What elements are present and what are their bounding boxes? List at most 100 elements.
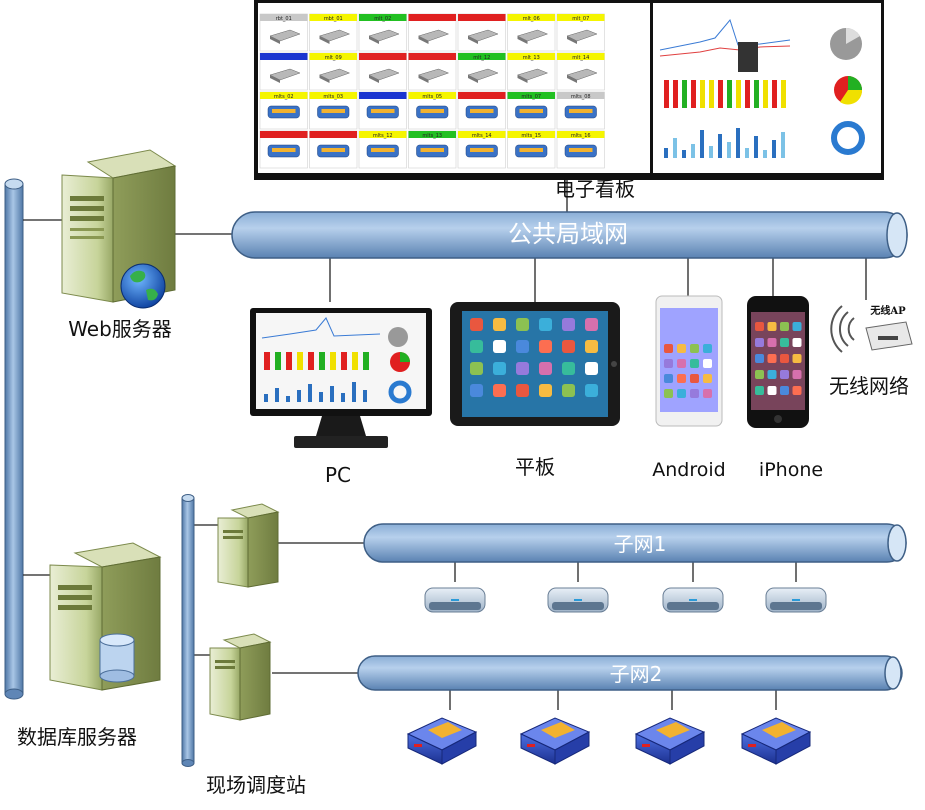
web-server-icon <box>61 149 177 309</box>
device-tile-label: mlts_14 <box>472 133 492 139</box>
device-tile: mlt_09 <box>309 52 358 91</box>
mobile-robot-icon <box>424 587 486 613</box>
device-tile: mlts_12 <box>358 130 407 169</box>
mobile-robot-icon <box>765 587 827 613</box>
app-icon <box>516 340 529 353</box>
web-server-label: Web服务器 <box>68 317 172 341</box>
app-icon <box>562 340 575 353</box>
status-bar <box>673 80 678 108</box>
device-tile <box>457 13 506 52</box>
pc-usage-bar <box>286 396 290 402</box>
dispatch-server-2-icon <box>209 633 272 721</box>
pc-usage-bar <box>319 392 323 402</box>
android-label: Android <box>652 459 725 481</box>
usage-bar <box>664 148 668 158</box>
device-tile: mlt_02 <box>358 13 407 52</box>
app-icon <box>780 322 789 331</box>
pc-bar <box>352 352 358 370</box>
device-tile: mlt_13 <box>507 52 556 91</box>
usage-bar <box>673 138 677 158</box>
app-icon <box>792 338 802 347</box>
pc-usage-bar <box>330 386 334 402</box>
agv-icon <box>740 717 812 765</box>
app-icon <box>470 340 483 353</box>
device-tile <box>259 130 308 169</box>
device-tile-label: mlts_08 <box>571 94 591 100</box>
status-bar <box>754 80 759 108</box>
app-icon <box>767 322 777 331</box>
app-icon <box>690 344 699 353</box>
iphone-label: iPhone <box>759 459 823 481</box>
device-tile-label: mlts_16 <box>571 133 591 139</box>
device-tile-label: rbt_01 <box>276 16 292 22</box>
db-server-label: 数据库服务器 <box>17 725 137 749</box>
app-icon <box>585 384 598 397</box>
dispatch-label: 现场调度站 <box>206 773 306 797</box>
lan-label: 公共局域网 <box>508 220 628 248</box>
usage-bar <box>682 150 686 158</box>
app-icon <box>690 359 699 368</box>
app-icon <box>664 359 673 368</box>
pc-monitor-icon <box>250 308 432 448</box>
status-bar <box>736 80 741 108</box>
app-icon <box>677 344 686 353</box>
app-icon <box>755 370 764 379</box>
device-tile: mlts_08 <box>556 91 605 130</box>
device-tile-label: mlt_06 <box>523 16 540 22</box>
pc-bar <box>275 352 281 370</box>
device-tile <box>358 52 407 91</box>
app-icon <box>664 374 673 383</box>
pc-bar <box>286 352 292 370</box>
pc-bar <box>319 352 325 370</box>
app-icon <box>539 384 552 397</box>
usage-bar <box>718 134 722 158</box>
app-icon <box>780 338 789 347</box>
app-icon <box>493 340 506 353</box>
status-bar <box>691 80 696 108</box>
device-tile-label: mlt_13 <box>523 55 540 61</box>
app-icon <box>755 354 764 363</box>
app-icon <box>755 322 764 331</box>
usage-bar <box>745 148 749 158</box>
device-tile: rbt_01 <box>259 13 308 52</box>
app-icon <box>792 354 802 363</box>
app-icon <box>792 370 802 379</box>
pc-usage-bar <box>308 384 312 402</box>
device-tile-label: mlts_07 <box>521 94 541 100</box>
usage-bar <box>709 146 713 158</box>
pc-usage-bar <box>363 390 367 402</box>
usage-bar <box>781 132 785 158</box>
app-icon <box>703 374 712 383</box>
device-tile <box>259 52 308 91</box>
app-icon <box>780 354 789 363</box>
device-tile-label: mlt_09 <box>325 55 342 61</box>
status-bar <box>727 80 732 108</box>
app-icon <box>755 338 764 347</box>
app-icon <box>516 362 529 375</box>
device-tile <box>408 13 457 52</box>
agv-icon <box>519 717 591 765</box>
device-tile: mlts_03 <box>309 91 358 130</box>
device-tile: mlt_14 <box>556 52 605 91</box>
device-tile <box>358 91 407 130</box>
app-icon <box>703 344 712 353</box>
status-bar <box>745 80 750 108</box>
device-tile: mlts_16 <box>556 130 605 169</box>
status-bar <box>781 80 786 108</box>
pc-bar <box>330 352 336 370</box>
app-icon <box>562 318 575 331</box>
pc-bar <box>341 352 347 370</box>
app-icon <box>767 338 777 347</box>
device-tile-label: mlt_07 <box>572 16 589 22</box>
app-icon <box>493 318 506 331</box>
connector-lines <box>23 178 867 710</box>
status-bar <box>709 80 714 108</box>
app-icon <box>780 386 789 395</box>
pc-usage-bar <box>297 390 301 402</box>
app-icon <box>470 318 483 331</box>
device-tile: mlts_15 <box>507 130 556 169</box>
device-tile-label: mlts_05 <box>422 94 442 100</box>
